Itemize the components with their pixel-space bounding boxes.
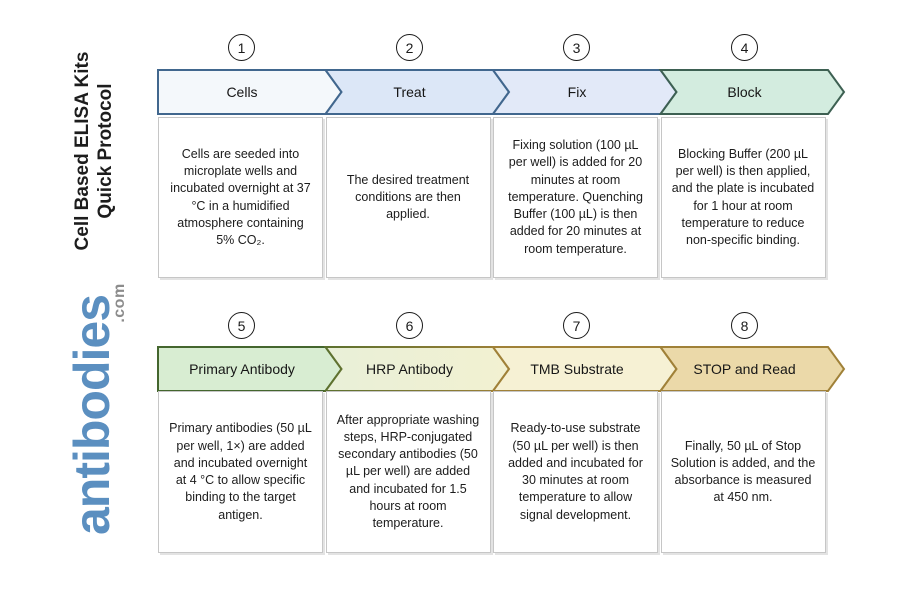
page-title: Cell Based ELISA Kits Quick Protocol bbox=[71, 36, 117, 266]
step-description-text: Finally, 50 µL of Stop Solution is added… bbox=[670, 438, 816, 505]
step-arrow-shape bbox=[658, 69, 846, 115]
step-description: Fixing solution (100 µL per well) is add… bbox=[493, 117, 658, 278]
step-number-badge: 8 bbox=[731, 312, 758, 339]
step-arrow-shape bbox=[323, 69, 511, 115]
step-number-badge: 2 bbox=[396, 34, 423, 61]
step-description-text: Fixing solution (100 µL per well) is add… bbox=[508, 138, 643, 256]
step-arrow-shape bbox=[157, 69, 343, 115]
step-number-badge: 6 bbox=[396, 312, 423, 339]
step-number-badge: 3 bbox=[563, 34, 590, 61]
brand-logo-tld: .com bbox=[111, 283, 128, 323]
step-description-text: Blocking Buffer (200 µL per well) is the… bbox=[671, 146, 815, 247]
step-arrow-shape bbox=[658, 346, 846, 392]
step-description: Finally, 50 µL of Stop Solution is added… bbox=[660, 391, 826, 553]
step-number-badge: 4 bbox=[731, 34, 758, 61]
step-description-text: After appropriate washing steps, HRP-con… bbox=[336, 412, 480, 531]
page-title-line1: Cell Based ELISA Kits bbox=[72, 51, 93, 251]
step-number-badge: 5 bbox=[228, 312, 255, 339]
step-description: Blocking Buffer (200 µL per well) is the… bbox=[660, 117, 826, 278]
step-arrow-shape bbox=[323, 346, 511, 392]
step-description: After appropriate washing steps, HRP-con… bbox=[325, 391, 491, 553]
step-arrow-shape bbox=[491, 346, 678, 392]
step-arrow-band-row1 bbox=[157, 69, 846, 115]
step-description-text: Cells are seeded into microplate wells a… bbox=[170, 146, 311, 247]
step-description: Primary antibodies (50 µL per well, 1×) … bbox=[158, 391, 323, 553]
step-arrow-shape bbox=[491, 69, 678, 115]
step-description: Cells are seeded into microplate wells a… bbox=[158, 117, 323, 278]
step-number-badge: 7 bbox=[563, 312, 590, 339]
step-description-text: Ready-to-use substrate (50 µL per well) … bbox=[508, 421, 643, 522]
step-description: Ready-to-use substrate (50 µL per well) … bbox=[493, 391, 658, 553]
step-description-text: Primary antibodies (50 µL per well, 1×) … bbox=[169, 421, 312, 522]
step-description: The desired treatment conditions are the… bbox=[325, 117, 491, 278]
step-description-text: The desired treatment conditions are the… bbox=[346, 172, 470, 222]
step-arrow-shape bbox=[157, 346, 343, 392]
page-title-line2: Quick Protocol bbox=[95, 83, 117, 219]
step-arrow-band-row2 bbox=[157, 346, 846, 392]
step-number-badge: 1 bbox=[228, 34, 255, 61]
